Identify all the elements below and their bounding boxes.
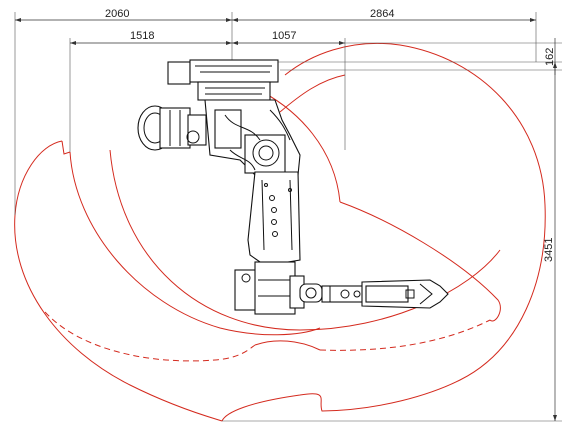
envelope-top-arc bbox=[279, 74, 346, 113]
envelope-outer-arc bbox=[14, 140, 223, 422]
envelope-inner-right-arc bbox=[339, 201, 501, 322]
label-top-right-width: 2864 bbox=[370, 8, 394, 20]
envelope-sweep-arc bbox=[109, 149, 501, 331]
robot-wrist bbox=[361, 279, 449, 309]
arrow-top-2 bbox=[226, 18, 232, 22]
arrow-right-2 bbox=[553, 415, 557, 421]
label-inner-right-width: 1057 bbox=[272, 30, 296, 42]
robot bbox=[137, 59, 449, 315]
arrow-right-1 bbox=[553, 62, 557, 68]
robot-base bbox=[167, 59, 279, 101]
envelope-bottom-arc bbox=[221, 42, 546, 422]
robot-elbow bbox=[234, 261, 305, 315]
label-inner-left-width: 1518 bbox=[130, 30, 154, 42]
label-right-offset: 162 bbox=[544, 48, 556, 66]
envelope-dashed-arc-right bbox=[319, 319, 491, 351]
arrow-inner-1 bbox=[70, 41, 76, 45]
arrow-top-4 bbox=[530, 18, 536, 22]
arrow-top-3 bbox=[232, 18, 238, 22]
robot-motor-left bbox=[137, 105, 207, 151]
arrow-inner-3 bbox=[232, 41, 238, 45]
robot-shoulder bbox=[204, 99, 301, 176]
envelope-dashed-arc-left bbox=[44, 311, 256, 362]
label-top-left-width: 2060 bbox=[105, 8, 129, 20]
envelope-notch bbox=[61, 140, 71, 155]
robot-forearm bbox=[299, 283, 367, 303]
dimension-lines bbox=[14, 12, 562, 422]
label-right-height: 3451 bbox=[543, 238, 555, 262]
robot-upper-arm bbox=[247, 171, 301, 263]
arrow-inner-4 bbox=[339, 41, 345, 45]
arrow-top-1 bbox=[15, 18, 21, 22]
envelope-mid-arc bbox=[254, 340, 321, 351]
working-envelope bbox=[14, 42, 546, 422]
envelope-inner-left-arc bbox=[69, 151, 321, 336]
arrow-inner-2 bbox=[226, 41, 232, 45]
